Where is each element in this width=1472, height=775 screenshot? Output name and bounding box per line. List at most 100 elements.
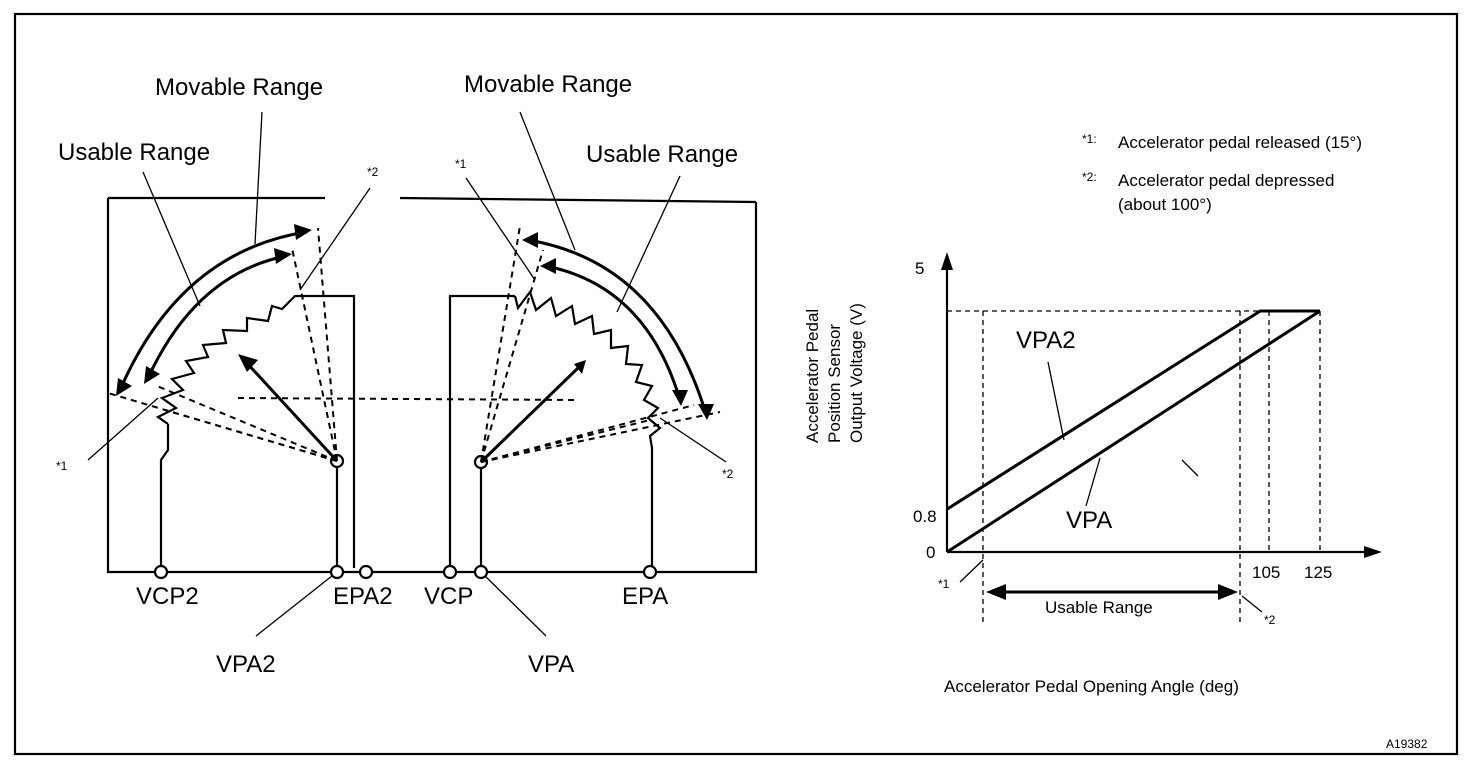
leader-mark2: [299, 187, 371, 291]
vcp2-label: VCP2: [136, 583, 199, 610]
y-tick-5: 5: [915, 259, 924, 278]
x-axis-label: Accelerator Pedal Opening Angle (deg): [944, 677, 1239, 696]
series-line-vpa: [946, 309, 1321, 554]
ray-dashed: [480, 419, 651, 463]
resistor-zigzag: [155, 294, 356, 568]
graph-usable-range-label: Usable Range: [1045, 598, 1153, 617]
ray-dashed: [156, 385, 338, 462]
usable-range-label: Usable Range: [58, 139, 210, 166]
leader-graph-mark1: [959, 559, 984, 583]
terminal-vcp2: [153, 564, 169, 580]
mark1-label: *1: [455, 157, 467, 171]
note1-text: Accelerator pedal released (15°): [1118, 133, 1362, 152]
ray-dashed: [480, 411, 721, 463]
arrowhead: [986, 584, 1006, 600]
leader-graph-mark2: [1241, 595, 1263, 613]
leader-mark1: [87, 397, 159, 461]
movable-range-label: Movable Range: [464, 71, 632, 98]
legend: *1: Accelerator pedal released (15°) *2:…: [1082, 132, 1362, 214]
epa-label: EPA: [622, 583, 668, 610]
graph-mark2: *2: [1264, 613, 1276, 627]
wiper-arrowhead: [574, 360, 586, 374]
ray-dashed: [317, 227, 338, 462]
wiper-arm: [479, 366, 580, 464]
left-sensor: Movable Range Usable Range *2 *1 VCP2 EP…: [56, 74, 758, 678]
arrowhead: [522, 232, 538, 248]
arrowhead: [540, 258, 556, 274]
epa2-label: EPA2: [333, 583, 393, 610]
terminal-vpa2: [329, 564, 345, 580]
mark2-label: *2: [722, 467, 734, 481]
y-tick-0: 0: [926, 543, 935, 562]
leader-vpa2: [255, 571, 338, 637]
sensor-housing: [106, 198, 758, 574]
leader-vpa: [480, 571, 547, 637]
ray-dashed: [480, 249, 544, 463]
figure-id: A19382: [1386, 737, 1428, 751]
series-label-vpa: VPA: [1066, 507, 1112, 534]
leader-vpa: [1085, 457, 1101, 507]
usable-range-arc: [146, 254, 287, 379]
y-axis-arrowhead: [941, 252, 953, 270]
ray-dashed: [480, 225, 521, 463]
leader-usable: [142, 171, 201, 307]
wiper-arm: [244, 360, 339, 463]
leader-usable: [616, 175, 681, 313]
right-sensor: Movable Range Usable Range *1 *2 VCP EPA…: [424, 71, 738, 678]
usable-range-arc: [545, 264, 682, 401]
ray-dashed: [164, 409, 338, 462]
terminal-vpa: [473, 564, 489, 580]
mark1-label: *1: [56, 459, 68, 473]
ray-dashed: [291, 247, 338, 462]
series-line-vpa2: [946, 309, 1320, 511]
vpa-terminal-label: VPA: [528, 651, 574, 678]
terminal-vcp: [442, 564, 458, 580]
leader-mark1: [465, 177, 536, 281]
movable-range-label: Movable Range: [155, 74, 323, 101]
note2-text-line2: (about 100°): [1118, 195, 1212, 214]
stray-mark: [1181, 459, 1199, 477]
housing-top-right: [399, 196, 757, 204]
vcp2-lead: [159, 424, 170, 568]
vpa2-terminal-label: VPA2: [216, 651, 276, 678]
outer-border: [13, 12, 1459, 756]
note2-text-line1: Accelerator pedal depressed: [1118, 171, 1334, 190]
y-label-line3: Output Voltage (V): [847, 303, 866, 443]
leader-mark2: [659, 417, 727, 463]
leader-vpa2: [1047, 361, 1065, 441]
arrowhead: [294, 224, 312, 240]
resistor-zigzag: [513, 289, 662, 568]
note1-mark: *1:: [1082, 132, 1097, 146]
y-tick-0-8: 0.8: [913, 507, 937, 526]
x-tick-105: 105: [1252, 563, 1280, 582]
x-tick-125: 125: [1304, 563, 1332, 582]
series-label-vpa2: VPA2: [1016, 327, 1076, 354]
arrowhead: [1218, 584, 1238, 600]
vcp-label: VCP: [424, 583, 473, 610]
usable-range-label: Usable Range: [586, 141, 738, 168]
y-label-line1: Accelerator Pedal: [803, 309, 822, 443]
note2-mark: *2:: [1082, 170, 1097, 184]
arrowhead: [698, 404, 714, 420]
leader-movable: [254, 111, 263, 245]
output-voltage-graph: Accelerator Pedal Position Sensor Output…: [803, 252, 1382, 696]
movable-range-arc: [118, 230, 307, 391]
arrowhead: [274, 248, 292, 264]
y-label-line2: Position Sensor: [825, 324, 844, 443]
terminal-epa: [642, 564, 658, 580]
arrowhead: [116, 378, 132, 396]
arrowhead: [144, 366, 160, 384]
terminal-epa2: [358, 564, 374, 580]
graph-mark1: *1: [938, 577, 950, 591]
movable-range-arc: [527, 238, 708, 415]
ray-dashed: [107, 392, 338, 462]
leader-movable: [519, 111, 576, 251]
arrowhead: [672, 390, 688, 406]
wiper-arrowhead: [238, 354, 258, 372]
vcp-lead: [448, 294, 515, 568]
x-axis-arrowhead: [1364, 546, 1382, 558]
mark2-label: *2: [367, 165, 379, 179]
center-dashed-line: [237, 397, 579, 401]
